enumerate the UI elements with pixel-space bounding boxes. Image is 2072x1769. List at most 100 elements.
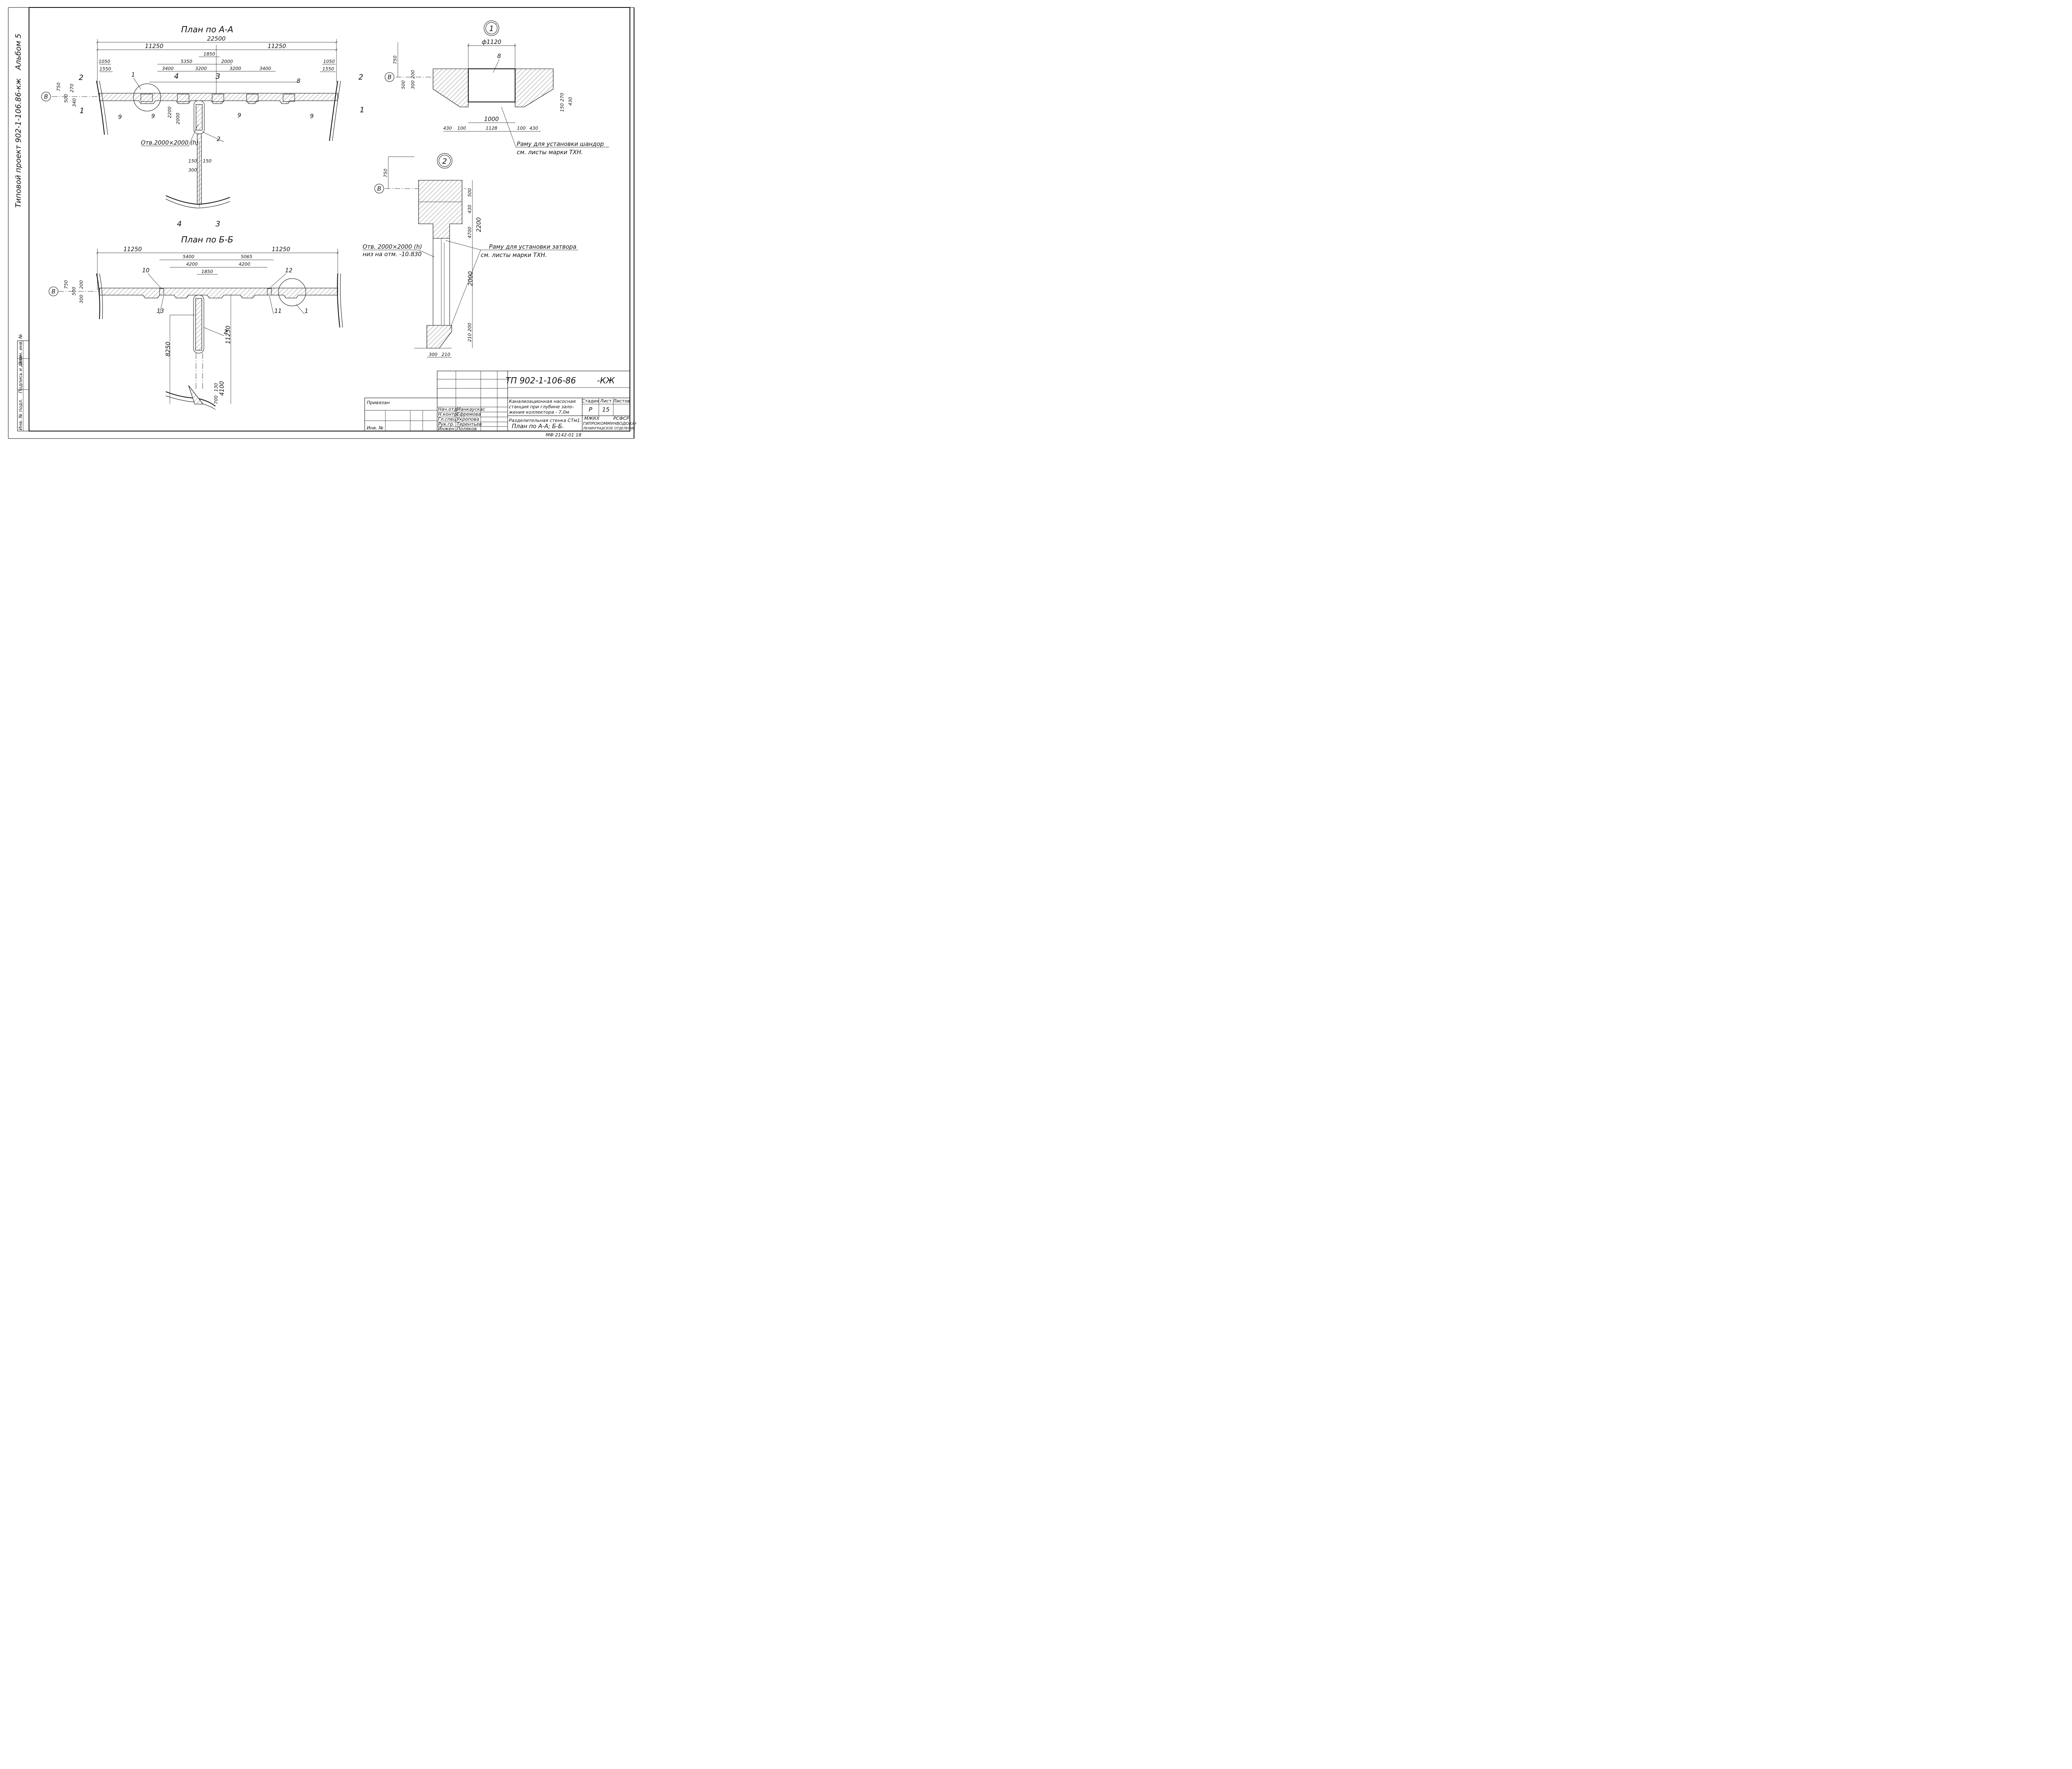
detail-1-100-left: 100 xyxy=(457,126,466,131)
plan-aa-callout-9c: 9 xyxy=(237,112,241,119)
plan-bb-8250: 8250 xyxy=(165,342,172,356)
plan-aa-300: 300 xyxy=(189,167,197,173)
plan-aa-opening: Отв.2000×2000 (h) xyxy=(141,140,198,146)
detail-1-200: 200 xyxy=(410,70,416,79)
project-side-label: Типовой проект 902-1-106.86-кж xyxy=(14,78,23,208)
left-stamp-1: Инв. № подл. xyxy=(18,399,23,430)
plan-aa-wall xyxy=(99,93,338,104)
footer-number: МФ 2142-01 18 xyxy=(546,432,581,438)
detail-1-axis-label: В xyxy=(387,74,392,81)
left-stamp-3: Взам. инв. № xyxy=(18,334,23,365)
plan-aa-callout-9b: 9 xyxy=(151,113,155,120)
plan-aa-half-left: 11250 xyxy=(145,43,164,50)
plan-aa-sec4-top: 4 xyxy=(174,72,179,81)
plan-aa-sec2-left: 2 xyxy=(79,73,83,82)
detail-2-200: 200 xyxy=(467,323,472,332)
detail-2-4700: 4700 xyxy=(467,227,472,238)
plan-bb-half-right: 11250 xyxy=(272,246,290,253)
plan-aa-1050-left: 1050 xyxy=(99,59,110,64)
stamp-object-1: Канализационная насосная xyxy=(509,399,576,404)
stamp-sheet-title-1: Разделительная стенка СТм1. xyxy=(509,418,581,423)
stamp-role-0: Нач.отд. xyxy=(438,407,458,412)
detail-2-bottom-block xyxy=(426,325,452,349)
plan-aa-500: 500 xyxy=(63,94,69,103)
plan-aa-3400-right: 3400 xyxy=(259,66,271,71)
plan-bb-4200-right: 4200 xyxy=(239,262,250,267)
detail-1-500: 500 xyxy=(401,80,406,89)
stamp-sheet-header: Лист xyxy=(600,398,612,404)
plan-aa-axis-label: В xyxy=(44,94,48,100)
plan-aa-callout-8: 8 xyxy=(297,78,300,85)
plan-aa-half-right: 11250 xyxy=(268,43,286,50)
plan-aa-270: 270 xyxy=(69,84,75,92)
detail-1-100-right: 100 xyxy=(517,126,526,131)
stamp-name-2: Укропова xyxy=(457,417,479,422)
stamp-role-4: Инжен. xyxy=(438,426,456,431)
left-stamp-2: Подпись и дата xyxy=(18,355,23,393)
stamp-role-2: Гл.спец. xyxy=(438,417,458,422)
plan-bb-half-left: 11250 xyxy=(123,246,142,253)
plan-aa-title: План по А-А xyxy=(181,24,233,34)
plan-aa-2200: 2200 xyxy=(167,107,172,118)
plan-bb-500: 500 xyxy=(71,287,77,296)
detail-1-750: 750 xyxy=(392,56,398,64)
plan-aa-callout-9a: 9 xyxy=(118,114,122,121)
plan-bb-callout-12: 12 xyxy=(285,267,293,274)
detail-1-430-right: 430 xyxy=(530,126,538,131)
detail-2-750: 750 xyxy=(383,169,388,177)
stamp-name-1: Ефремова xyxy=(457,412,481,417)
stamp-sheet-value: 15 xyxy=(602,407,610,413)
stamp-role-1: Н.контр. xyxy=(438,412,458,417)
plan-bb-callout-11: 11 xyxy=(274,308,282,315)
plan-bb-1850: 1850 xyxy=(201,269,213,274)
plan-aa-total: 22500 xyxy=(207,36,226,42)
detail-1-note-1: Раму для установки шандор xyxy=(517,141,604,148)
plan-bb-700: 700 xyxy=(213,395,219,404)
stamp-name-4: Поляков xyxy=(457,426,477,431)
plan-aa: План по А-А 22500 11250 11250 1050 1550 … xyxy=(41,24,364,228)
stamp-org-1a: МЖКХ xyxy=(584,416,600,421)
plan-bb-4100: 4100 xyxy=(219,381,225,396)
detail-2-opening-2: низ на отм. -10.830 xyxy=(363,251,422,258)
detail-2-number: 2 xyxy=(442,157,447,166)
plan-aa-1550-left: 1550 xyxy=(99,66,111,72)
stamp-role-3: Рук.гр. xyxy=(438,422,455,427)
plan-bb-11250-vert: 11250 xyxy=(225,325,232,344)
stamp-stage-value: Р xyxy=(589,407,593,413)
stamp-stage-header: Стадия xyxy=(582,398,600,404)
stamp-org-2: ГИПРОКОММУНВОДОКАНАЛ xyxy=(583,422,637,426)
plan-bb-title: План по Б-Б xyxy=(181,235,233,245)
plan-aa-sec3-top: 3 xyxy=(215,72,220,81)
stamp-inv: Инв. № xyxy=(367,425,383,431)
detail-1-270: 270 xyxy=(559,93,565,102)
plan-bb-300: 300 xyxy=(79,295,84,303)
detail-1-430-left: 430 xyxy=(443,126,452,131)
detail-2: 2 В 750 500 430 4700 2200 2000 200 210 3… xyxy=(363,153,578,358)
plan-bb-callout-2: 2 xyxy=(224,329,228,335)
plan-aa-sec3-bottom: 3 xyxy=(215,220,220,228)
stamp-code: ТП 902-1-106-86 xyxy=(506,376,576,385)
stamp-name-0: Манкаускас xyxy=(457,407,485,412)
plan-aa-1850: 1850 xyxy=(203,51,215,57)
plan-aa-3400-left: 3400 xyxy=(162,66,174,71)
stamp-mark: -КЖ xyxy=(597,376,615,385)
plan-aa-callout-1: 1 xyxy=(131,72,135,78)
plan-aa-sec4-bottom: 4 xyxy=(177,220,182,228)
album-label: Альбом 5 xyxy=(14,34,23,70)
detail-2-2200: 2200 xyxy=(476,217,482,232)
drawing-sheet: Альбом 5 Типовой проект 902-1-106.86-кж … xyxy=(8,7,637,439)
detail-1-1128: 1128 xyxy=(486,126,497,131)
stamp-org-3: ЛЕНИНГРАДСКОЕ ОТДЕЛЕНИЕ xyxy=(583,426,636,430)
plan-bb-wall xyxy=(99,288,338,298)
plan-bb-axis-label: В xyxy=(51,288,56,295)
plan-aa-2000-vert: 2000 xyxy=(175,113,181,124)
detail-2-500: 500 xyxy=(467,188,472,197)
title-block: ТП 902-1-106-86 -КЖ Привязан Инв. № Нач.… xyxy=(364,371,637,431)
detail-2-210-vert: 210 xyxy=(467,333,472,342)
detail-2-300: 300 xyxy=(429,352,438,357)
detail-1-1000: 1000 xyxy=(484,116,499,123)
stamp-object-2: станция при глубине зало- xyxy=(509,404,574,410)
detail-1-right-wall xyxy=(515,68,554,107)
stamp-sheet-title-2: План по А-А; Б-Б. xyxy=(512,423,564,430)
plan-aa-5350: 5350 xyxy=(181,59,192,64)
